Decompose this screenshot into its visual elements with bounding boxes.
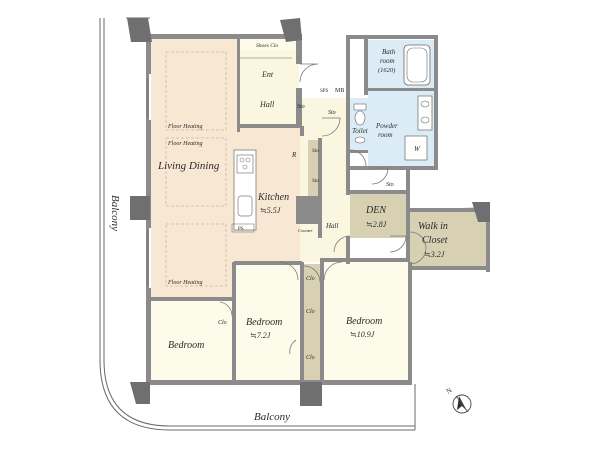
label-bedroom-mid-size: ≒7.2J — [250, 331, 271, 340]
label-bath-room: room — [380, 57, 395, 65]
label-wic-2: Closet — [422, 235, 448, 246]
label-sto-vert-2: Sto — [312, 178, 319, 184]
label-bedroom-right-size: ≒10.9J — [350, 330, 375, 339]
label-bath-size: (1620) — [378, 67, 395, 74]
label-sto-1: Sto — [297, 104, 305, 110]
label-wic-size: ≒3.2J — [424, 250, 445, 259]
bedroom-left-floor — [150, 300, 232, 382]
wic-floor — [410, 206, 488, 270]
label-den-size: ≒2.8J — [366, 220, 387, 229]
label-clo-1: Clo — [306, 276, 315, 282]
label-r: R — [291, 151, 297, 159]
label-hall-mid: Hall — [325, 222, 339, 230]
label-bedroom-right: Bedroom — [346, 316, 382, 327]
sliding-doors — [147, 57, 292, 288]
label-ps: PS — [238, 227, 244, 232]
label-living-dining: Living Dining — [157, 160, 220, 172]
entrance-floor — [237, 38, 299, 128]
kitchen-island — [231, 149, 257, 233]
label-hall-top: Hall — [259, 100, 275, 109]
label-powder: Powder — [375, 122, 398, 130]
compass-icon: N — [445, 386, 472, 414]
label-sps: SPS — [320, 89, 329, 94]
label-bedroom-left: Bedroom — [168, 340, 204, 351]
label-bath: Bath — [382, 48, 396, 56]
floor-heating-panels — [165, 51, 227, 287]
label-sto-3: Sto — [386, 182, 394, 188]
room-labels: Shoes Clo Ent Hall Sto SPS MB Sto Bath r… — [157, 43, 448, 361]
label-floor-heating-2: Floor Heating — [167, 141, 203, 147]
label-sto-2: Sto — [328, 110, 336, 116]
bath-fixtures — [353, 44, 433, 161]
label-clo-3: Clo — [306, 355, 315, 361]
shoe-clo-floor — [237, 38, 297, 50]
label-counter: Counter — [298, 228, 313, 233]
label-balcony-left: Balcony — [109, 195, 121, 231]
label-floor-heating-3: Floor Heating — [167, 280, 203, 286]
label-bedroom-mid: Bedroom — [246, 317, 282, 328]
label-w: W — [414, 145, 421, 153]
doors — [219, 63, 427, 355]
columns — [127, 18, 490, 406]
label-shoe-clo: Shoes Clo — [256, 43, 278, 49]
label-balcony-bottom: Balcony — [254, 411, 290, 423]
label-clo-2: Clo — [306, 309, 315, 315]
label-ent: Ent — [261, 70, 274, 79]
label-floor-heating-1: Floor Heating — [167, 124, 203, 130]
label-den: DEN — [365, 205, 387, 216]
den-floor — [350, 192, 408, 238]
bedroom-right-floor — [323, 262, 411, 384]
clo-strip — [303, 264, 323, 384]
label-kitchen: Kitchen — [257, 192, 289, 203]
bedroom-mid-floor — [235, 264, 301, 384]
label-sto-vert-1: Sto — [312, 148, 319, 154]
label-toilet: Toilet — [352, 127, 369, 135]
label-clo-4: Clo — [218, 320, 227, 326]
hall-floor-2 — [320, 195, 350, 262]
label-kitchen-size: ≒5.5J — [260, 206, 281, 215]
label-mb: MB — [335, 88, 344, 94]
compass-label: N — [445, 386, 453, 395]
label-wic-1: Walk in — [418, 221, 448, 232]
label-powder-room: room — [378, 131, 393, 139]
